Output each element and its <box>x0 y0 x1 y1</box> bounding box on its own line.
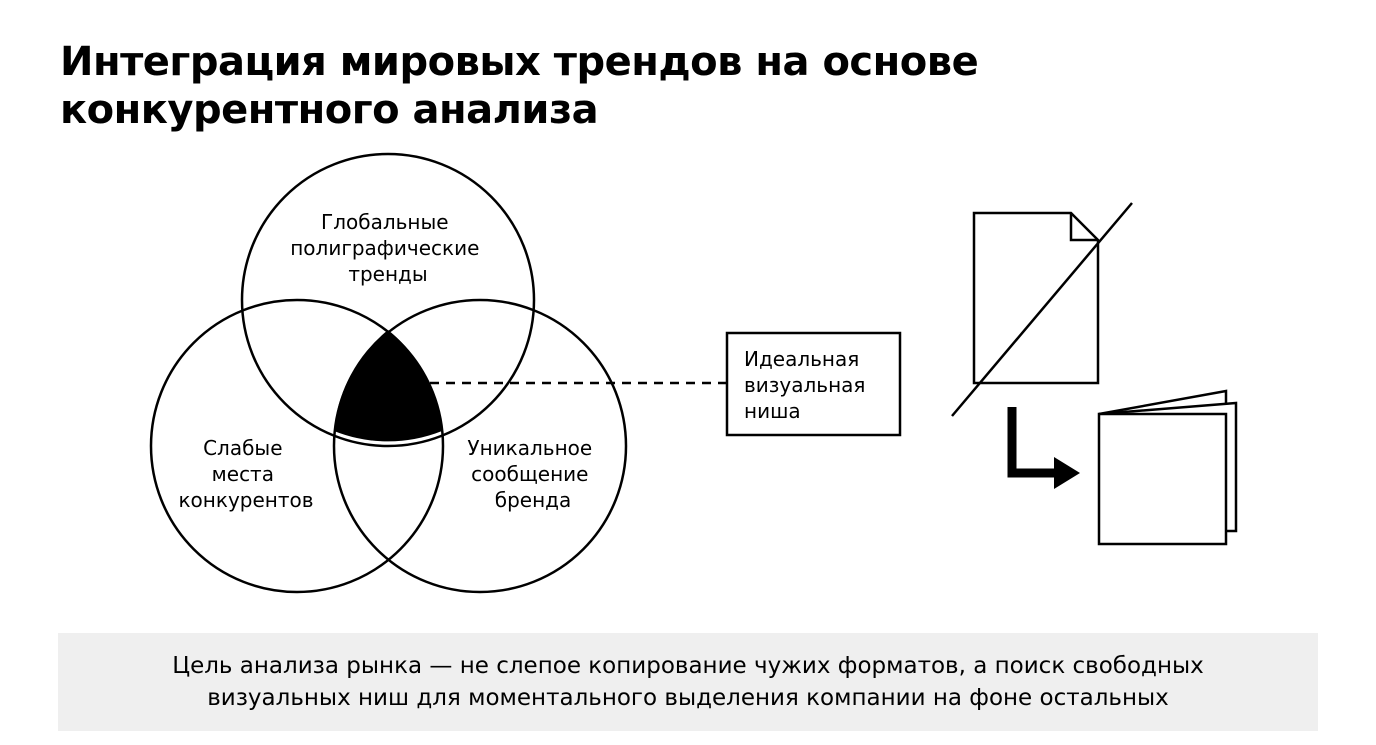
venn-label-top-line-3: тренды <box>348 262 427 286</box>
venn-label-top-line-2: полиграфические <box>290 236 479 260</box>
venn-label-left-line-1: Слабые <box>203 436 282 460</box>
result-box-line-1: Идеальная <box>744 347 859 371</box>
venn-label-right-line-3: бренда <box>495 488 572 512</box>
result-box-line-3: ниша <box>744 399 801 423</box>
folded-booklet-icon <box>1097 389 1238 546</box>
venn-label-left-line-2: места <box>212 462 274 486</box>
venn-label-top-line-1: Глобальные <box>321 210 449 234</box>
venn-label-right: Уникальное сообщение бренда <box>467 436 598 512</box>
footer-note-line-2: визуальных ниш для моментального выделен… <box>207 685 1169 711</box>
venn-intersection-region <box>334 330 442 442</box>
venn-label-top: Глобальные полиграфические тренды <box>290 210 486 286</box>
venn-label-right-line-1: Уникальное <box>467 436 592 460</box>
result-box <box>725 331 902 437</box>
venn-circle-top <box>240 152 536 448</box>
venn-label-right-line-2: сообщение <box>471 462 588 486</box>
venn-label-left: Слабые места конкурентов <box>178 436 313 512</box>
footer-note-line-1: Цель анализа рынка — не слепое копирован… <box>172 653 1204 679</box>
corner-arrow-right-icon <box>1007 407 1080 489</box>
result-box-line-2: визуальная <box>744 373 865 397</box>
crossed-out-document-icon <box>951 202 1133 417</box>
venn-circle-left <box>149 298 445 594</box>
venn-circle-right <box>332 298 628 594</box>
page-title-line-2: конкурентного анализа <box>60 87 599 133</box>
footer-note: Цель анализа рынка — не слепое копирован… <box>58 633 1318 731</box>
result-box-label: Идеальная визуальная ниша <box>744 347 872 423</box>
page-title-line-1: Интеграция мировых трендов на основе <box>60 39 979 85</box>
venn-label-left-line-3: конкурентов <box>178 488 313 512</box>
page-title: Интеграция мировых трендов на основе кон… <box>60 38 1060 134</box>
